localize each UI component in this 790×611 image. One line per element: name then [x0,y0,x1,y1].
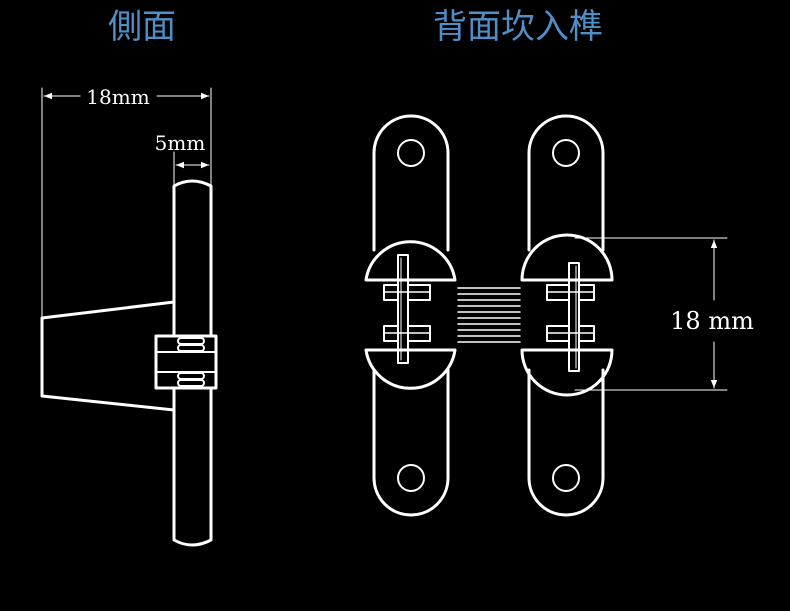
side-view-title: 側面 [108,7,176,47]
right-knuckle-top [520,233,614,282]
side-cup-body [40,300,176,412]
right-bottom-screw-hole [552,464,580,492]
left-top-screw-hole [397,139,425,167]
back-left-leaf-top [372,114,450,252]
left-pivot [383,254,431,364]
back-right-leaf-top [527,114,605,252]
back-left-leaf-bottom [372,368,450,517]
side-coils [177,337,205,387]
side-upper-leaf [172,179,213,336]
left-knuckle-bottom [364,348,457,390]
left-bottom-screw-hole [397,464,425,492]
right-top-screw-hole [552,139,580,167]
side-view: 18mm 5mm [40,85,218,547]
back-right-leaf-bottom [527,368,605,517]
dim-18mm-back-label: 18 mm [670,307,754,335]
right-pivot [546,262,595,372]
center-links [457,287,521,343]
side-lower-leaf [172,388,213,547]
back-view-title: 背面坎入榫 [433,7,603,47]
left-knuckle-top [364,240,457,282]
back-view: 18 mm [364,114,754,517]
right-knuckle-bottom [520,348,614,397]
side-center-block [154,334,218,390]
dim-5mm-label: 5mm [155,131,206,155]
dim-18mm-label: 18mm [86,85,149,109]
